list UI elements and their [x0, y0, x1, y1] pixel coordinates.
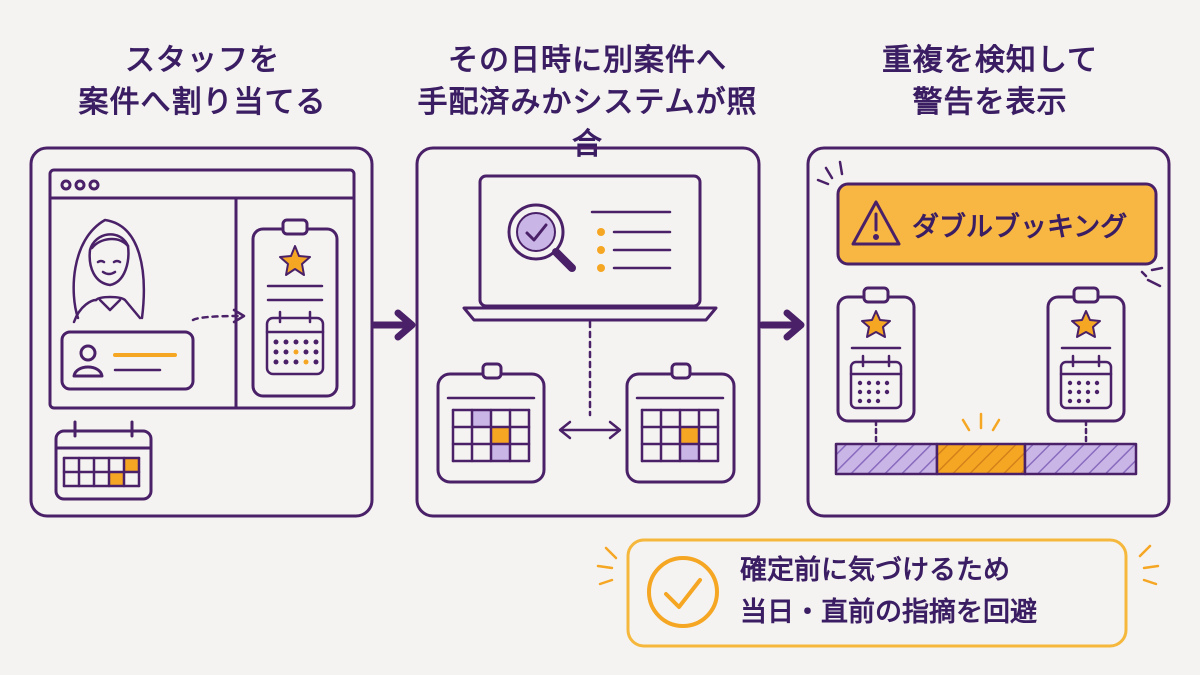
- overlap-alert-marks: [961, 412, 1001, 432]
- step1-panel: [29, 146, 374, 518]
- laptop-check-icon: [462, 174, 718, 322]
- step1-heading: スタッフを 案件へ割り当てる: [30, 40, 375, 124]
- note-line1: 確定前に気づけるため: [740, 555, 1010, 586]
- staff-profile-card-icon: [60, 330, 195, 391]
- timeline-bar: [834, 442, 1138, 476]
- step1-heading-line1: スタッフを: [125, 43, 280, 78]
- note-spark-marks: [596, 544, 1160, 586]
- warning-banner: [836, 182, 1158, 266]
- warning-triangle-icon: [851, 200, 901, 246]
- warning-label: ダブルブッキング: [912, 212, 1128, 243]
- staff-person-icon: [72, 218, 146, 324]
- check-circle-icon: [647, 556, 719, 628]
- step3-heading-line1: 重複を検知して: [881, 43, 1099, 78]
- step1-heading-line2: 案件へ割り当てる: [78, 85, 327, 120]
- flow-arrow-2: [758, 309, 805, 341]
- step2-heading: その日時に別案件へ 手配済みかシステムが照合: [405, 40, 770, 166]
- flow-arrow-1: [370, 309, 416, 341]
- note-text: 確定前に気づけるため 当日・直前の指摘を回避: [740, 550, 1037, 634]
- step2-panel: [415, 146, 761, 518]
- note-line2: 当日・直前の指摘を回避: [740, 597, 1037, 628]
- browser-window-icon: [48, 168, 356, 410]
- assign-dashed-arrow: [191, 314, 242, 322]
- step3-heading-line2: 警告を表示: [912, 85, 1068, 120]
- compare-double-arrow: [558, 420, 622, 440]
- note-box: [626, 538, 1128, 648]
- clipboard-right-icon: [1046, 286, 1126, 423]
- job-clipboard-icon: [251, 218, 339, 398]
- step3-panel: [806, 146, 1171, 518]
- step3-heading: 重複を検知して 警告を表示: [810, 40, 1170, 124]
- step2-heading-line2: 手配済みかシステムが照合: [417, 85, 758, 162]
- calendar-b-icon: [625, 362, 736, 484]
- calendar-a-icon: [436, 362, 546, 484]
- job-calendar-dots: [273, 339, 319, 365]
- staff-schedule-calendar-icon: [54, 420, 153, 501]
- step2-heading-line1: その日時に別案件へ: [448, 43, 727, 78]
- alert-spark-marks: [816, 160, 1164, 288]
